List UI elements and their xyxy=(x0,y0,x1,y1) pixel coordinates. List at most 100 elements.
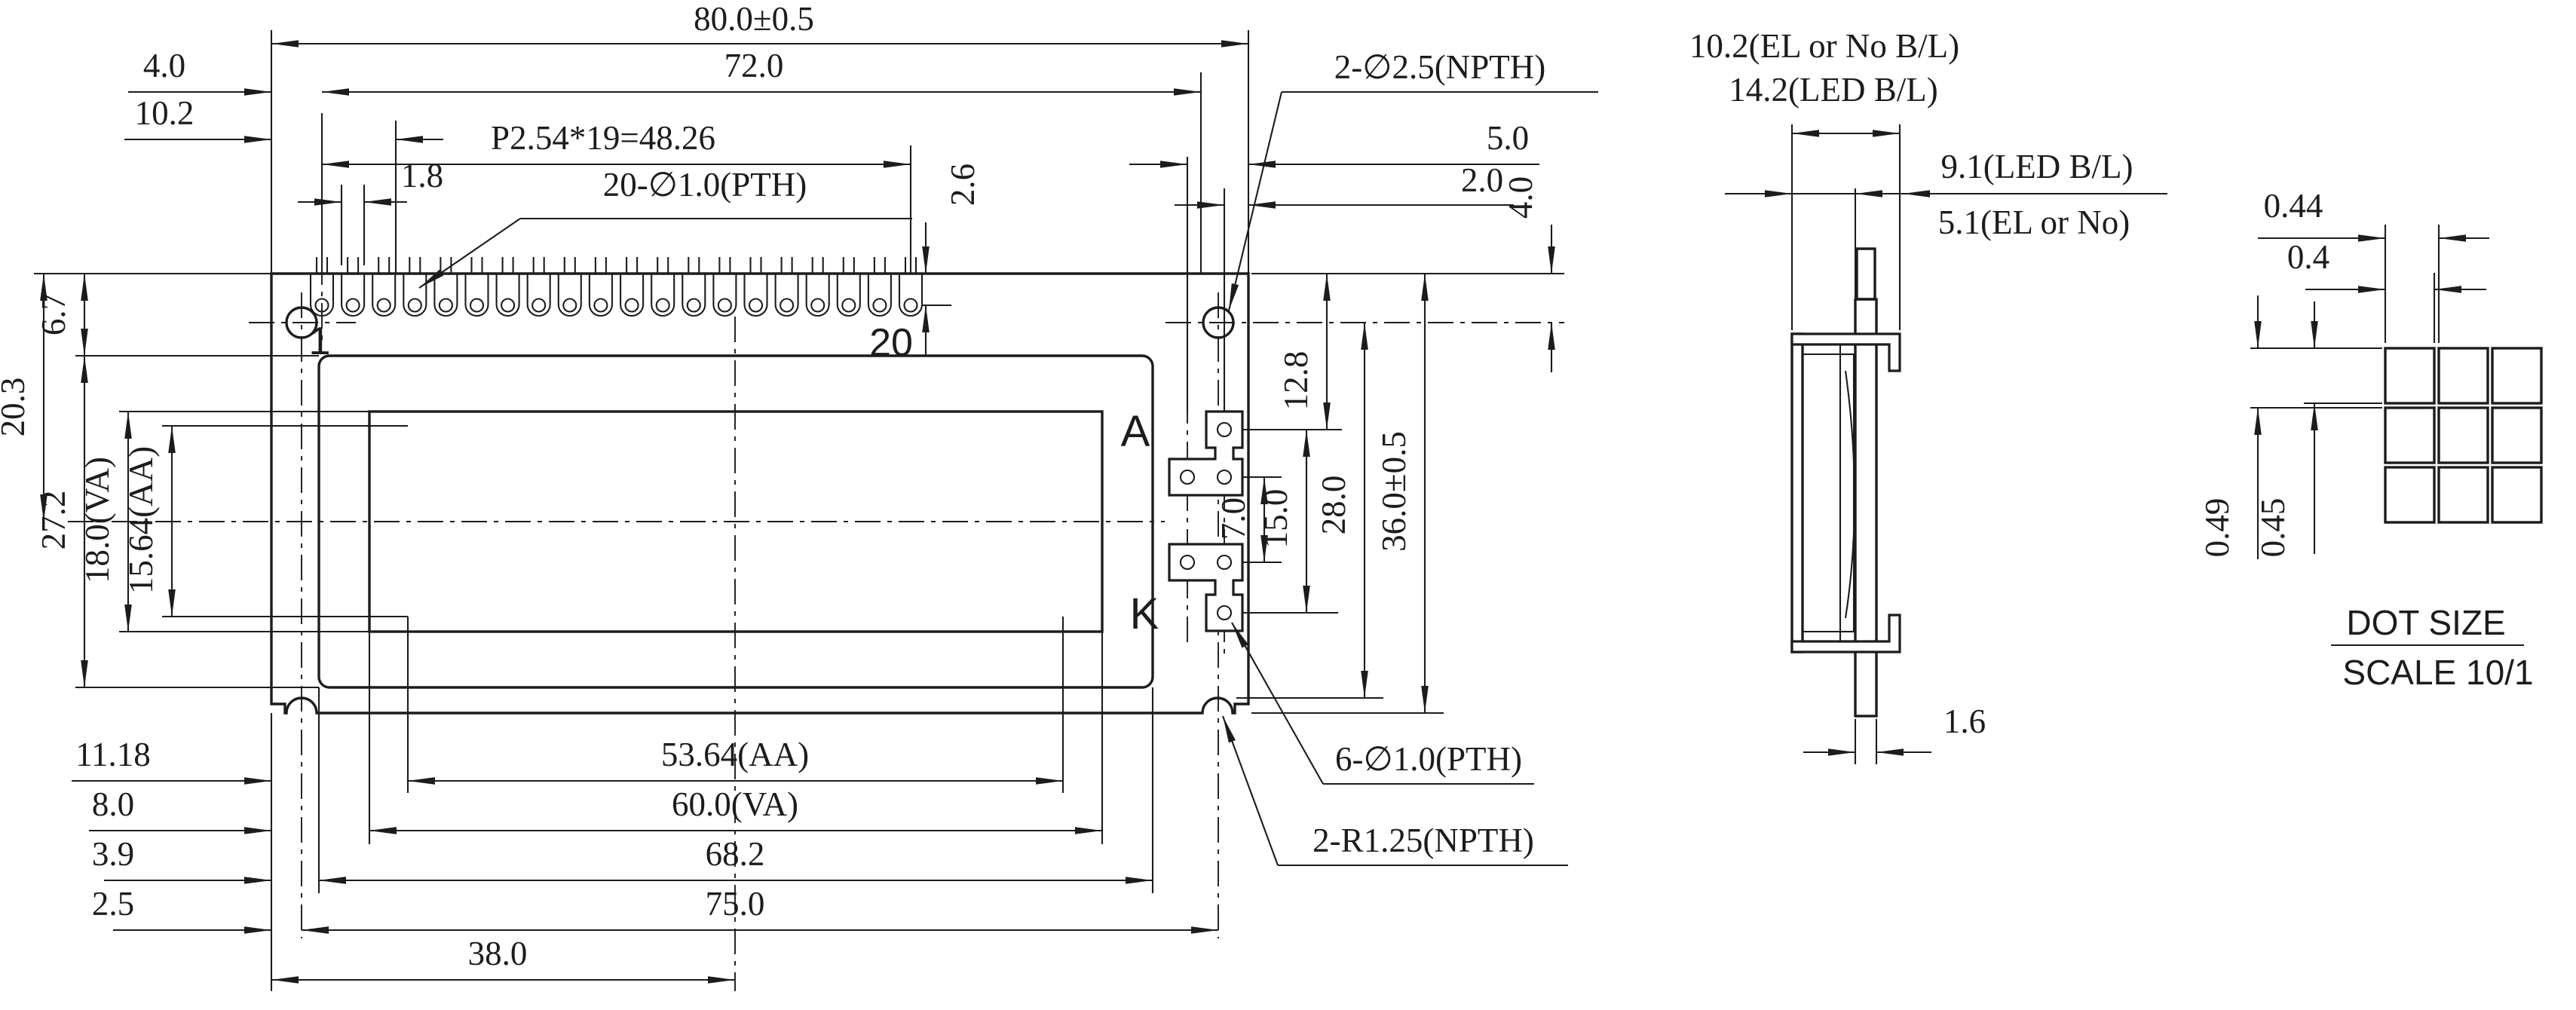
dim-15-0-label: 15.0 xyxy=(1257,489,1294,549)
dim-80-label: 80.0±0.5 xyxy=(694,0,814,38)
dim-53-64-aa-label: 53.64(AA) xyxy=(661,736,809,773)
dot-detail-scale: SCALE 10/1 xyxy=(2342,653,2533,692)
side-view: 10.2(EL or No B/L) 14.2(LED B/L) 9.1(LED… xyxy=(1689,27,2167,764)
side-dim-10-2-label: 10.2(EL or No B/L) xyxy=(1689,27,1959,65)
pin-pad xyxy=(712,274,737,317)
pin-pad xyxy=(743,274,768,317)
dot-cell xyxy=(2491,347,2543,405)
dim-1-8-label: 1.8 xyxy=(401,157,443,194)
dot-cell xyxy=(2384,406,2436,464)
pin1-label: 1 xyxy=(309,320,331,363)
dot-size-detail: 0.44 0.4 0.49 0.45 DOT SIZE SCALE 10/1 xyxy=(2198,187,2543,692)
pin-hole xyxy=(655,298,670,313)
dot-cell xyxy=(2437,466,2489,524)
mounting-hole-left xyxy=(285,306,318,339)
side-zebra-curve xyxy=(1844,370,1856,619)
pin-pad xyxy=(836,274,861,317)
pin-pad xyxy=(433,274,458,317)
pin-hole xyxy=(469,298,485,313)
pin-hole xyxy=(376,298,391,313)
pin-pad xyxy=(372,274,397,317)
pin-pad xyxy=(464,274,489,317)
pin-pad xyxy=(682,274,706,317)
side-dim-14-2-label: 14.2(LED B/L) xyxy=(1729,71,1937,109)
pin-hole xyxy=(841,298,856,313)
pcb-outline xyxy=(270,272,1250,715)
side-lcd-glass xyxy=(1839,353,1855,633)
dot-dim-0-45-label: 0.45 xyxy=(2254,498,2292,558)
pin-hole xyxy=(407,298,422,313)
pin-hole xyxy=(314,298,329,313)
mount-holes-callout: 2-∅2.5(NPTH) xyxy=(1334,48,1545,86)
pin-hole xyxy=(717,298,732,313)
side-pin xyxy=(1855,247,1876,301)
bl-holes-callout: 6-∅1.0(PTH) xyxy=(1335,740,1522,778)
dim-2-6-label: 2.6 xyxy=(944,164,982,206)
dim-18-va-label: 18.0(VA) xyxy=(78,457,116,583)
anode-hole-top xyxy=(1216,421,1233,438)
va-window xyxy=(368,410,1104,633)
pin-pad xyxy=(805,274,830,317)
cathode-label: K xyxy=(1130,589,1159,638)
dim-36-label: 36.0±0.5 xyxy=(1375,431,1413,552)
dot-dim-0-49-label: 0.49 xyxy=(2198,498,2236,558)
pin-pad xyxy=(341,274,366,317)
dim-12-8-label: 12.8 xyxy=(1277,351,1315,411)
pin-hole xyxy=(686,298,701,313)
dim-20-3-label: 20.3 xyxy=(0,378,32,437)
dot-cell xyxy=(2437,347,2489,405)
dim-5-0-label: 5.0 xyxy=(1487,119,1529,157)
side-frame-front xyxy=(1790,332,1804,653)
side-dim-5-1-label: 5.1(EL or No) xyxy=(1938,204,2130,241)
pin-hole xyxy=(780,298,795,313)
pin-hole xyxy=(903,298,918,313)
dim-28-0-label: 28.0 xyxy=(1315,476,1352,535)
dim-pitch-label: P2.54*19=48.26 xyxy=(491,119,715,157)
pin-pad xyxy=(526,274,551,317)
side-frame-lip-bottom xyxy=(1803,630,1842,641)
side-frame-top-wall xyxy=(1790,332,1901,372)
dim-60-va-label: 60.0(VA) xyxy=(672,785,798,823)
pin-hole xyxy=(345,298,360,313)
pin-pad xyxy=(495,274,520,317)
pin-pad xyxy=(620,274,645,317)
pin-pad xyxy=(651,274,675,317)
dim-3-9-label: 3.9 xyxy=(92,835,134,873)
pin-pad xyxy=(867,274,892,317)
side-frame-lip-top xyxy=(1803,344,1842,356)
dot-cell xyxy=(2384,466,2436,524)
pin-pad xyxy=(557,274,582,317)
pin-hole xyxy=(593,298,608,313)
dim-38-0-label: 38.0 xyxy=(468,935,528,972)
pin-hole xyxy=(438,298,453,313)
anode-pad xyxy=(1168,410,1244,497)
pin-pad xyxy=(309,274,335,317)
notches-callout: 2-R1.25(NPTH) xyxy=(1313,822,1534,859)
dim-15-64-aa-label: 15.64(AA) xyxy=(122,446,160,594)
pin-hole xyxy=(748,298,764,313)
pin-hole xyxy=(562,298,577,313)
anode-hole-left xyxy=(1179,469,1196,485)
dim-4-label: 4.0 xyxy=(143,47,185,84)
dim-27-2-label: 27.2 xyxy=(35,491,72,550)
anode-label: A xyxy=(1121,407,1150,456)
pin-hole xyxy=(624,298,639,313)
dim-68-2-label: 68.2 xyxy=(706,835,765,873)
pin-hole xyxy=(872,298,887,313)
pin-hole xyxy=(810,298,825,313)
dim-2-5-label: 2.5 xyxy=(92,885,134,923)
cathode-hole-left xyxy=(1179,554,1196,571)
anode-hole-right xyxy=(1216,469,1233,485)
cathode-pad xyxy=(1168,543,1244,632)
dot-cell xyxy=(2437,406,2489,464)
dot-dim-0-44-label: 0.44 xyxy=(2264,187,2323,225)
dim-75-0-label: 75.0 xyxy=(706,885,765,923)
pin-pad xyxy=(403,274,427,317)
mounting-hole-right xyxy=(1202,306,1235,339)
dim-10-2-label: 10.2 xyxy=(135,94,195,132)
dot-cell xyxy=(2491,406,2543,464)
cathode-hole-right xyxy=(1216,554,1233,571)
cathode-hole-bottom xyxy=(1216,604,1233,621)
pin-pad xyxy=(898,274,924,317)
